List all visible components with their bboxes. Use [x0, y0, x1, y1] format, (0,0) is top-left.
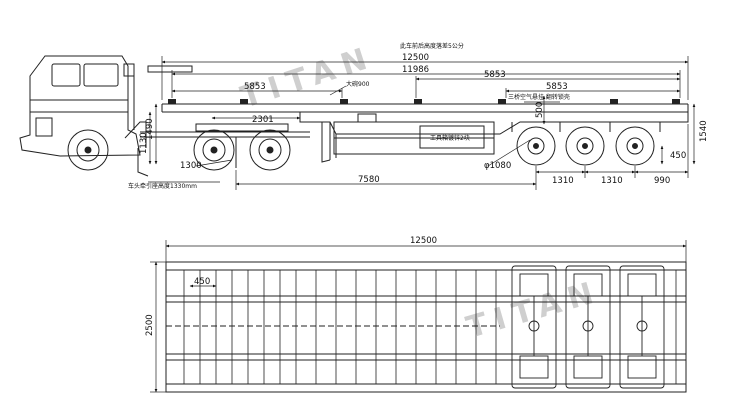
- twist-locks: [168, 99, 680, 104]
- dim-lock-gap: 500: [535, 102, 545, 118]
- dim-kingpin-to-axle: 7580: [358, 175, 380, 185]
- dim-axle-spacing-1: 1310: [552, 176, 574, 186]
- top-view-axles: [511, 265, 665, 389]
- dim-rear-height: 1540: [699, 120, 709, 142]
- top-dim-overall-length: 12500: [410, 236, 437, 246]
- dim-rear-section: 5853: [546, 82, 568, 92]
- dim-front-section: 5853: [244, 82, 266, 92]
- tractor-front-wheel: [67, 129, 109, 171]
- top-note: 此车前后高度落差5公分: [400, 42, 464, 50]
- top-view-crossmembers: [183, 270, 677, 384]
- tractor-cab: [19, 55, 193, 157]
- trailer-wheels: [511, 122, 661, 166]
- dim-wheel-clearance: 450: [670, 151, 686, 161]
- dim-kingpin-setback: 2301: [252, 115, 274, 125]
- dim-coupler-height: 1300: [180, 161, 202, 171]
- top-view-frame: [165, 261, 687, 393]
- dim-axle-spacing-2: 1310: [601, 176, 623, 186]
- top-dim-crossmember-gap: 450: [194, 277, 210, 287]
- suspension-label: 三桥空气悬挂 翻转锁壳: [508, 93, 570, 101]
- top-dim-overall-width: 2500: [145, 314, 155, 336]
- dim-mid-section: 5853: [484, 70, 506, 80]
- tractor-rear-wheels: [193, 129, 291, 171]
- dim-overall-length: 12500: [402, 53, 429, 63]
- dim-wheel-diameter: φ1080: [484, 161, 511, 171]
- dim-rear-overhang: 990: [654, 176, 670, 186]
- dim-front-height: 1490: [145, 118, 155, 140]
- top-dimension-lines: [150, 240, 687, 393]
- tractor-chassis: [137, 123, 310, 177]
- tractor-note: 车头牵引座高度1330mm: [128, 182, 197, 190]
- dim-neck-height: 1130: [139, 132, 149, 154]
- toolbox-label: 工具箱镀锌2块: [430, 134, 470, 142]
- lock-pitch-label: 大碗900: [346, 80, 370, 88]
- trailer-side-frame: [161, 103, 689, 163]
- dim-frame-length: 11986: [402, 65, 429, 75]
- side-dimension-lines: [148, 56, 696, 190]
